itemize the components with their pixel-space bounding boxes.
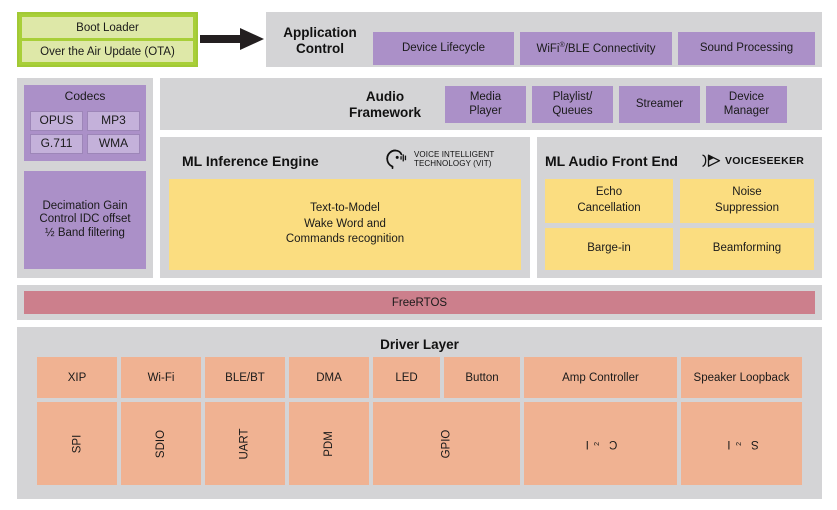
audio-framework-panel: Audio Framework Media Player Playlist/ Q… (160, 78, 822, 130)
block-playlist-queues[interactable]: Playlist/ Queues (532, 86, 613, 123)
driver-ble-bt[interactable]: BLE/BT (205, 357, 285, 398)
block-media-player[interactable]: Media Player (445, 86, 526, 123)
codec-g711[interactable]: G.711 (30, 134, 83, 154)
codecs-panel: Codecs OPUS MP3 G.711 WMA Decimation Gai… (17, 78, 153, 278)
audio-framework-title: Audio Framework (348, 89, 422, 120)
application-control-title: Application Control (283, 25, 357, 56)
ml-audio-front-end-panel: ML Audio Front End VOICESEEKER Echo Canc… (537, 137, 822, 278)
driver-spi[interactable]: SPI (37, 402, 117, 485)
driver-led[interactable]: LED (373, 357, 440, 398)
driver-layer-title: Driver Layer (380, 337, 459, 352)
driver-button[interactable]: Button (444, 357, 520, 398)
application-control-panel: Application Control Device Lifecycle WiF… (266, 12, 822, 67)
block-streamer[interactable]: Streamer (619, 86, 700, 123)
voiceseeker-logo-text: VOICESEEKER (725, 155, 805, 167)
driver-speaker-loopback[interactable]: Speaker Loopback (681, 357, 802, 398)
ml-inference-body-block[interactable]: Text-to-Model Wake Word and Commands rec… (169, 179, 521, 270)
block-barge-in[interactable]: Barge-in (545, 228, 673, 270)
block-wifi-ble-connectivity[interactable]: WiFi®/BLE Connectivity (520, 32, 672, 65)
driver-layer-panel: Driver Layer XIP Wi-Fi BLE/BT DMA LED Bu… (17, 327, 822, 499)
ota-update-box: Over the Air Update (OTA) (22, 41, 193, 62)
voiceseeker-chevron-icon (702, 154, 721, 167)
block-device-manager[interactable]: Device Manager (706, 86, 787, 123)
driver-gpio[interactable]: GPIO (373, 402, 520, 485)
driver-pdm[interactable]: PDM (289, 402, 369, 485)
codecs-title: Codecs (64, 89, 106, 103)
driver-amp-controller[interactable]: Amp Controller (524, 357, 677, 398)
driver-uart[interactable]: UART (205, 402, 285, 485)
driver-sdio[interactable]: SDIO (121, 402, 201, 485)
driver-xip[interactable]: XIP (37, 357, 117, 398)
codec-mp3[interactable]: MP3 (87, 111, 140, 131)
block-device-lifecycle[interactable]: Device Lifecycle (373, 32, 514, 65)
ml-inference-engine-panel: ML Inference Engine VOICE INTELLIGENT TE… (160, 137, 530, 278)
block-sound-processing[interactable]: Sound Processing (678, 32, 815, 65)
boot-group: Boot Loader Over the Air Update (OTA) (17, 12, 198, 67)
driver-dma[interactable]: DMA (289, 357, 369, 398)
ml-inference-engine-title: ML Inference Engine (182, 153, 319, 169)
vit-logo: VOICE INTELLIGENT TECHNOLOGY (VIT) (384, 146, 494, 172)
driver-wifi[interactable]: Wi-Fi (121, 357, 201, 398)
ml-audio-front-end-title: ML Audio Front End (545, 153, 678, 169)
wifi-ble-label: WiFi®/BLE Connectivity (536, 40, 656, 55)
freertos-bar[interactable]: FreeRTOS (24, 291, 815, 314)
freertos-panel: FreeRTOS (17, 285, 822, 320)
vit-logo-text: VOICE INTELLIGENT TECHNOLOGY (VIT) (414, 149, 495, 168)
block-echo-cancellation[interactable]: Echo Cancellation (545, 179, 673, 223)
block-beamforming[interactable]: Beamforming (680, 228, 814, 270)
right-arrow-icon (200, 28, 264, 50)
decimation-gain-block[interactable]: Decimation Gain Control IDC offset ½ Ban… (24, 171, 146, 269)
codec-opus[interactable]: OPUS (30, 111, 83, 131)
voice-head-waveform-icon (386, 149, 407, 170)
block-noise-suppression[interactable]: Noise Suppression (680, 179, 814, 223)
boot-loader-box: Boot Loader (22, 17, 193, 38)
codec-wma[interactable]: WMA (87, 134, 140, 154)
voiceseeker-logo: VOICESEEKER (702, 154, 804, 168)
codecs-block: Codecs OPUS MP3 G.711 WMA (24, 85, 146, 161)
